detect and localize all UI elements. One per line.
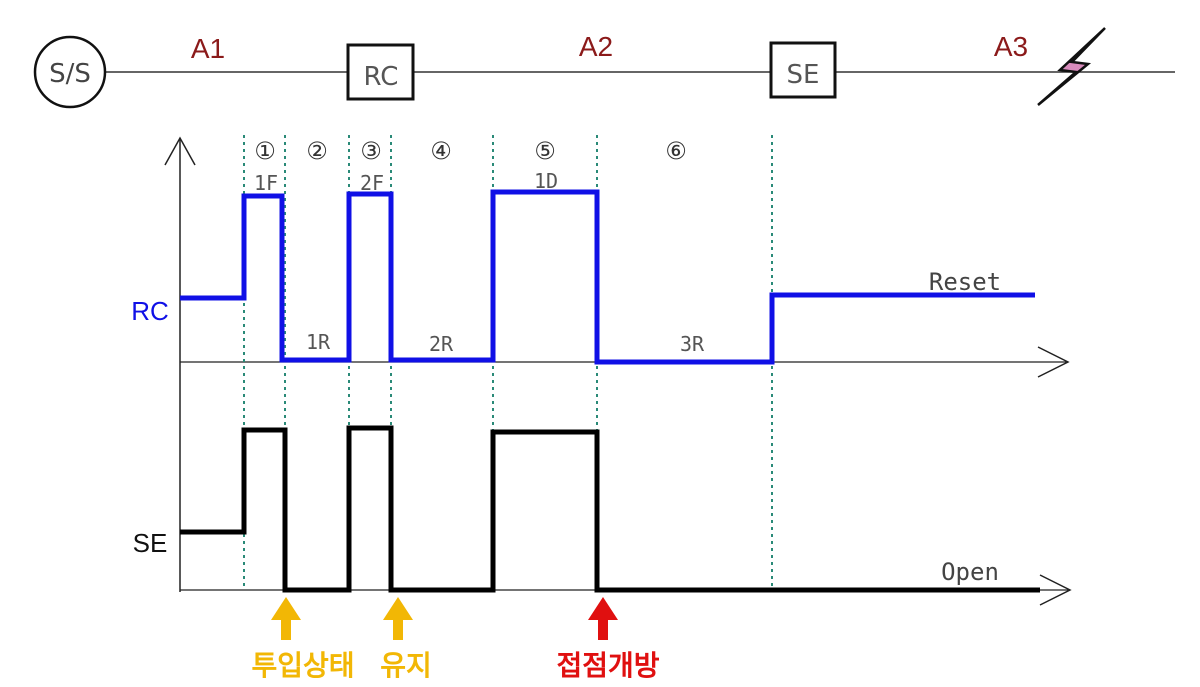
red-arrow-icon xyxy=(588,597,618,640)
rc-reset-label: Reset xyxy=(929,268,1001,296)
se-time-axis-arrowhead xyxy=(1039,574,1072,606)
rc-waveform xyxy=(180,189,1035,365)
section-a3-label: A3 xyxy=(994,31,1028,62)
se-open-label: Open xyxy=(941,558,999,586)
rc-time-axis-arrowhead xyxy=(1037,346,1070,378)
closed-arrow xyxy=(271,597,301,640)
section-a1-label: A1 xyxy=(191,33,225,64)
closed-state-annotation: 투입상태 xyxy=(251,649,354,682)
contact-open-annotation: 접점개방 xyxy=(556,649,659,682)
interval-6: ⑥ xyxy=(665,137,687,165)
event-labels: 1F 2F 1D 1R 2R 3R xyxy=(254,169,705,356)
substation-label: S/S xyxy=(49,59,91,89)
yellow-arrow-icon xyxy=(271,597,301,640)
section-a2-label: A2 xyxy=(579,31,613,62)
event-1d: 1D xyxy=(534,169,558,193)
feeder-line: S/S RC SE A1 A2 A3 xyxy=(33,27,1175,109)
y-axis-arrowhead xyxy=(164,136,196,166)
recloser-box xyxy=(346,43,415,101)
event-3r: 3R xyxy=(680,332,705,356)
sectionalizer-box xyxy=(769,41,837,99)
interval-1: ① xyxy=(254,137,276,165)
contact-open-arrow xyxy=(588,597,618,640)
yellow-arrow-icon xyxy=(383,597,413,640)
se-signal-label: SE xyxy=(133,528,168,558)
interval-4: ④ xyxy=(430,137,452,165)
event-1r: 1R xyxy=(306,330,331,354)
event-1f: 1F xyxy=(254,171,278,195)
interval-labels: ① ② ③ ④ ⑤ ⑥ xyxy=(254,137,687,165)
substation-symbol xyxy=(33,35,107,109)
recloser-label: RC xyxy=(364,62,399,92)
event-2r: 2R xyxy=(429,332,454,356)
lightning-icon xyxy=(1037,27,1106,106)
interval-2: ② xyxy=(306,137,328,165)
axes xyxy=(164,136,1072,606)
interval-3: ③ xyxy=(360,137,382,165)
interval-5: ⑤ xyxy=(534,137,556,165)
sectionalizer-label: SE xyxy=(787,60,820,90)
rc-signal-label: RC xyxy=(131,296,169,326)
hold-annotation: 유지 xyxy=(380,649,432,682)
event-2f: 2F xyxy=(360,171,384,195)
se-waveform xyxy=(180,425,1040,593)
hold-arrow xyxy=(383,597,413,640)
